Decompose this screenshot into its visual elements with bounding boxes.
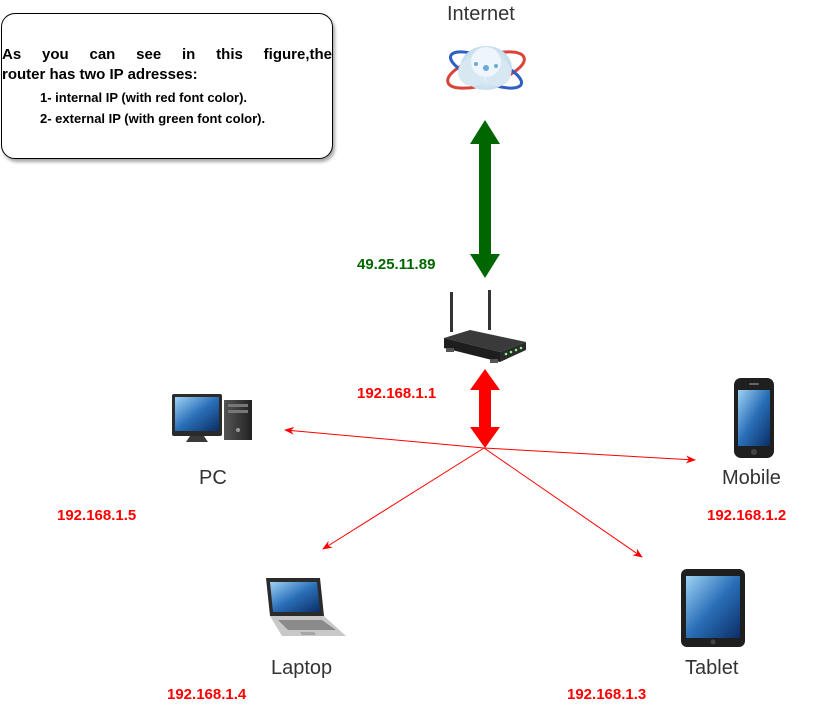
tablet-label: Tablet — [685, 657, 739, 679]
desktop-computer-icon — [172, 394, 252, 442]
note-item-external: 2- external IP (with green font color). — [40, 111, 266, 126]
tablet-ip: 192.168.1.3 — [567, 686, 647, 703]
mobile-label: Mobile — [722, 467, 781, 489]
internal-link-arrow — [470, 369, 500, 448]
link-to-pc — [284, 426, 485, 449]
note-item-internal: 1- internal IP (with red font color). — [40, 90, 248, 105]
internet-label: Internet — [447, 3, 515, 25]
tablet-icon — [681, 569, 745, 647]
wireless-router-icon — [444, 290, 526, 363]
external-link-arrow — [470, 120, 500, 278]
note-line-2: router has two IP adresses: — [2, 66, 198, 83]
laptop-label: Laptop — [271, 657, 333, 679]
info-note-box — [1, 13, 333, 159]
pc-label: PC — [199, 467, 227, 489]
link-to-tablet — [483, 447, 643, 558]
mobile-ip: 192.168.1.2 — [707, 507, 787, 524]
laptop-icon — [266, 578, 346, 636]
link-to-laptop — [322, 447, 485, 550]
link-to-mobile — [483, 447, 696, 464]
router-external-ip: 49.25.11.89 — [357, 256, 436, 273]
smartphone-icon — [734, 378, 774, 458]
laptop-ip: 192.168.1.4 — [167, 686, 247, 703]
note-line-1: As you can see in this figure,the — [2, 46, 332, 63]
internal-links — [284, 426, 696, 558]
router-internal-ip: 192.168.1.1 — [357, 385, 437, 402]
pc-ip: 192.168.1.5 — [57, 507, 137, 524]
globe-cloud-icon — [446, 46, 526, 90]
